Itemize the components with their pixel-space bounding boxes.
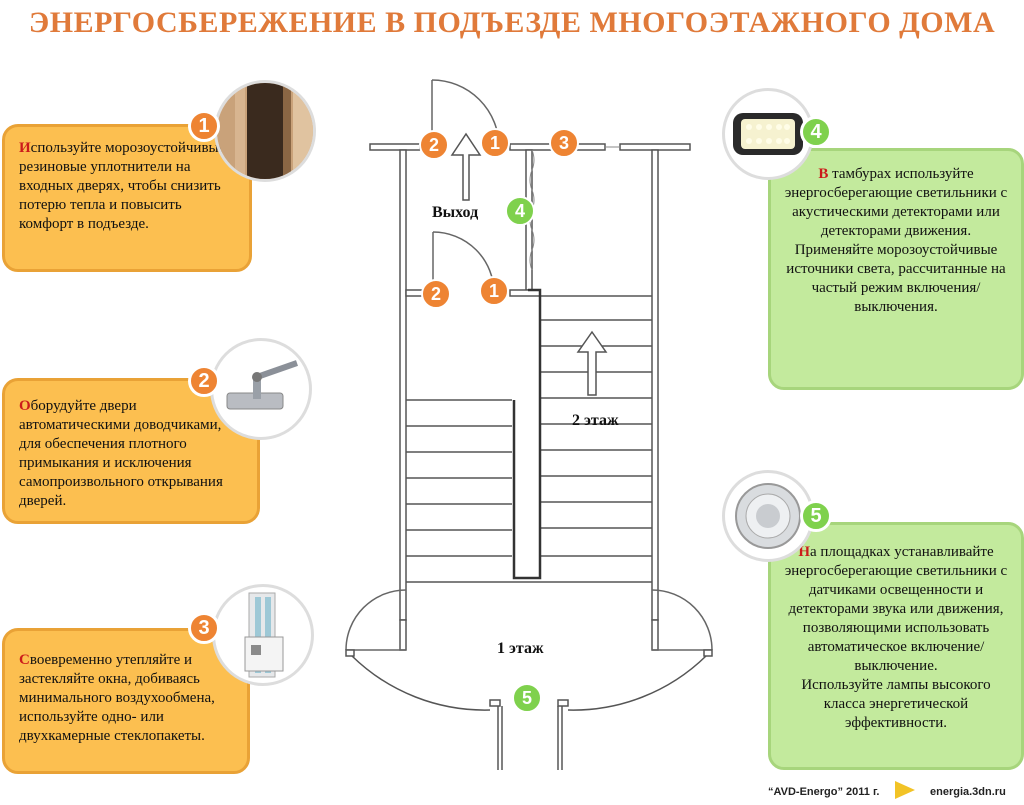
floor-2-label: 2 этаж — [572, 412, 619, 429]
marker-2-bottom: 2 — [431, 284, 441, 304]
play-arrow-icon — [895, 781, 915, 799]
tip-card-5-text: На площадках устанавливайте энергосберег… — [781, 543, 1011, 733]
tip-card-1: Используйте морозоустойчивые резиновые у… — [2, 124, 252, 272]
tip-card-4: В тамбурах используйте энергосберегающие… — [768, 148, 1024, 390]
floor-1-label: 1 этаж — [497, 640, 544, 657]
footer-site: energia.3dn.ru — [930, 786, 1006, 798]
tip-card-4-body-1: тамбурах используйте энергосберегающие с… — [784, 166, 1008, 239]
tip-card-4-body-2: Применяйте морозоустойчивые источники св… — [786, 242, 1006, 315]
marker-1-bottom: 1 — [489, 281, 499, 301]
tip-card-5-body-2: Используйте лампы высокого класса энерге… — [801, 677, 991, 731]
tip-card-3-badge: 3 — [188, 612, 220, 644]
tip-card-3-text: Своевременно утепляйте и застекляйте окн… — [19, 651, 237, 746]
tip-card-3-cap: С — [19, 652, 30, 668]
door-closer-photo — [210, 338, 312, 440]
tip-card-1-body: спользуйте морозоустойчивые резиновые уп… — [19, 140, 226, 232]
tip-card-5-cap: Н — [798, 544, 810, 560]
tip-card-4-cap: В — [818, 166, 829, 182]
tip-card-2-badge: 2 — [188, 365, 220, 397]
tip-card-4-text: В тамбурах используйте энергосберегающие… — [781, 165, 1011, 317]
footer-brand: “AVD-Energo” 2011 г. — [768, 786, 880, 798]
tip-card-2-text: Оборудуйте двери автоматическими доводчи… — [19, 397, 247, 511]
tip-card-1-cap: И — [19, 140, 31, 156]
door-seal-photo — [214, 80, 316, 182]
tip-card-2-body: борудуйте двери автоматическими доводчик… — [19, 398, 223, 509]
tip-card-5-badge: 5 — [800, 500, 832, 532]
tip-card-5-body-1: а площадках устанавливайте энергосберега… — [784, 544, 1008, 674]
tip-card-1-badge: 1 — [188, 110, 220, 142]
marker-3: 3 — [559, 133, 569, 153]
marker-2-top: 2 — [429, 135, 439, 155]
exit-label: Выход — [432, 204, 479, 221]
tip-card-4-badge: 4 — [800, 116, 832, 148]
tip-card-5: На площадках устанавливайте энергосберег… — [768, 522, 1024, 770]
tip-card-3: Своевременно утепляйте и застекляйте окн… — [2, 628, 250, 774]
tip-card-1-text: Используйте морозоустойчивые резиновые у… — [19, 139, 239, 234]
tambour-lamp-photo — [722, 88, 814, 180]
tip-card-3-body: воевременно утепляйте и застекляйте окна… — [19, 652, 215, 744]
marker-5: 5 — [522, 688, 532, 708]
page-title: ЭНЕРГОСБЕРЕЖЕНИЕ В ПОДЪЕЗДЕ МНОГОЭТАЖНОГ… — [28, 6, 996, 39]
marker-1-top: 1 — [490, 133, 500, 153]
marker-4: 4 — [515, 201, 525, 221]
landing-lamp-photo — [722, 470, 814, 562]
tip-card-2-cap: О — [19, 398, 31, 414]
